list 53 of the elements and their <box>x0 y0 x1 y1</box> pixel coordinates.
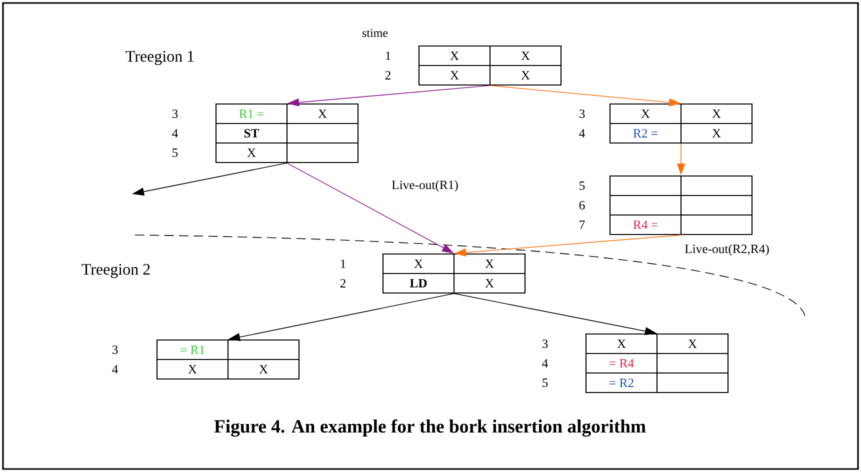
row-number: 3 <box>579 110 585 118</box>
region-heading: Treegion 2 <box>82 264 150 278</box>
table: = R1 X X <box>156 339 300 380</box>
row-number: 3 <box>542 340 548 348</box>
node-label: X <box>712 129 721 138</box>
region-heading: stime <box>362 28 388 38</box>
node-label: R2 = <box>633 129 658 138</box>
node-label: LD <box>410 279 427 288</box>
node-label: X <box>259 365 268 374</box>
node-label: X <box>712 110 721 118</box>
row-number: 3 <box>112 346 118 354</box>
node-label: X <box>247 148 256 157</box>
node-label: X <box>688 340 697 348</box>
node-label: = R1 <box>180 346 204 354</box>
node-label: X <box>318 110 327 118</box>
node-label: R1 = <box>239 110 264 118</box>
table: R4 = <box>609 175 753 236</box>
node-label: X <box>617 340 626 348</box>
table: X X = R4 = R2 <box>585 333 729 394</box>
row-number: 1 <box>386 52 390 60</box>
row-number: 2 <box>385 71 390 80</box>
table: R1 = X ST X <box>215 103 359 164</box>
caption: Figure 4. An example for the bork insertion algorithm <box>214 419 646 437</box>
node-label: X <box>641 110 650 118</box>
node-label: ST <box>244 129 260 138</box>
row-number: 4 <box>542 359 548 368</box>
table: X X LD X <box>382 253 526 294</box>
node-label: X <box>485 260 494 268</box>
row-number: 5 <box>172 148 178 157</box>
node-label: X <box>188 365 197 374</box>
edge-label: Live-out(R2,R4) <box>683 242 771 258</box>
row-number: 6 <box>579 201 585 210</box>
node-label: = R4 <box>610 359 634 368</box>
table: X X X X <box>418 45 562 86</box>
row-number: 4 <box>579 129 585 138</box>
row-number: 7 <box>580 220 585 229</box>
row-number: 4 <box>112 365 118 374</box>
node-label: X <box>414 260 423 268</box>
node-label: X <box>485 279 494 288</box>
edge-label: Live-out(R1) <box>390 178 460 194</box>
row-number: 2 <box>340 279 346 288</box>
table: X X R2 = X <box>609 103 753 144</box>
row-number: 5 <box>580 182 585 190</box>
node-label: X <box>450 52 459 60</box>
row-number: 1 <box>340 260 346 268</box>
row-number: 3 <box>172 110 178 118</box>
node-label: X <box>521 52 530 60</box>
row-number: 4 <box>172 129 178 138</box>
region-heading: Treegion 1 <box>126 50 194 66</box>
row-number: 5 <box>542 378 548 387</box>
node-label: X <box>521 71 530 80</box>
node-label: = R2 <box>610 378 634 387</box>
node-label: X <box>450 71 459 80</box>
